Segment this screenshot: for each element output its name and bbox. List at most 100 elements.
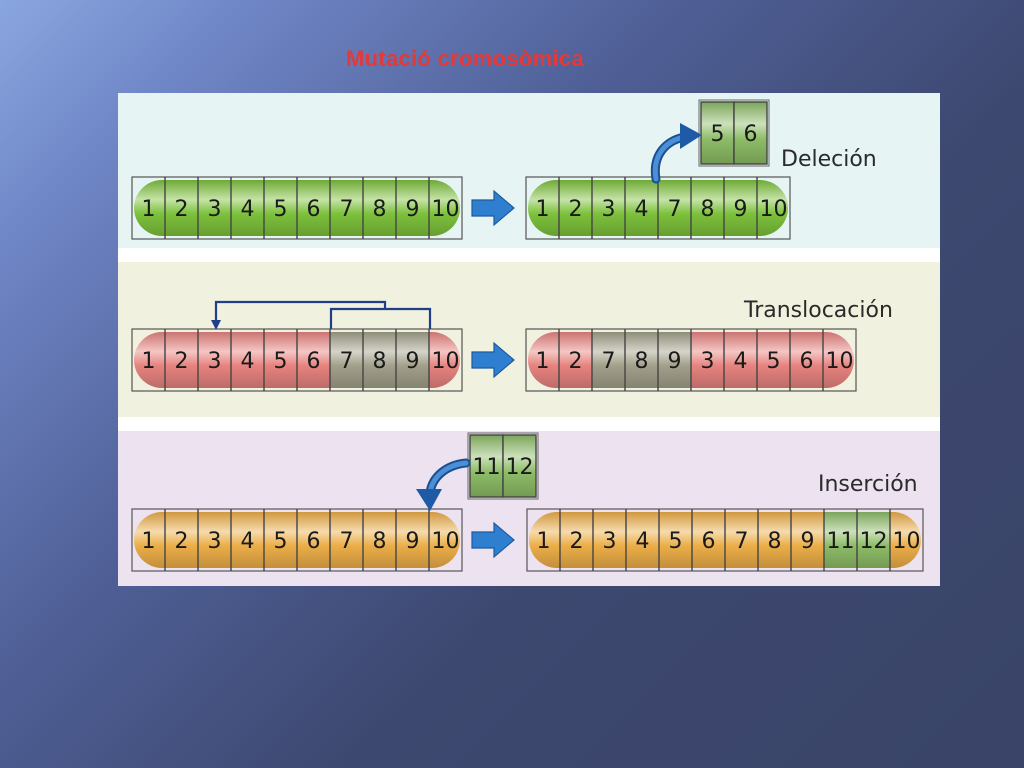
translocation-after-chromosome-segment-2 [559,332,592,388]
insertion-after-chromosome-segment-label: 5 [669,529,683,554]
insertion-inserted-block-segment-label: 12 [506,455,534,480]
deletion-after-chromosome-segment-7 [724,180,757,236]
insertion-before-chromosome-segment-label: 2 [175,529,189,554]
deletion-after-chromosome-segment-label: 4 [635,197,649,222]
deletion-after-chromosome-segment-label: 8 [701,197,715,222]
translocation-bracket-arrowhead [211,320,221,330]
deletion-after-chromosome-segment-label: 9 [734,197,748,222]
deletion-before-chromosome-segment-label: 4 [241,197,255,222]
insertion-after-chromosome-segment-8 [758,512,791,568]
translocation-after-chromosome-segment-label: 3 [701,349,715,374]
insertion-after-chromosome-segment-label: 8 [768,529,782,554]
insertion-label: Inserción [818,472,918,497]
insertion-after-chromosome-segment-label: 7 [735,529,749,554]
insertion-after-chromosome-segment-label: 6 [702,529,716,554]
insertion-after-chromosome-segment-label: 3 [603,529,617,554]
translocation-before-chromosome-segment-label: 6 [307,349,321,374]
translocation-after-chromosome-segment-7 [724,332,757,388]
insertion-before-chromosome-segment-label: 6 [307,529,321,554]
translocation-after-chromosome-segment-label: 9 [668,349,682,374]
translocation-label: Translocación [743,298,893,323]
insertion-after-chromosome-segment-label: 9 [801,529,815,554]
deletion-before-chromosome-body [134,180,460,236]
insertion-curve-arrow-icon [416,458,471,511]
insertion-before-chromosome-segment-8 [363,512,396,568]
deletion-after-chromosome-segment-6 [691,180,724,236]
deletion-after-chromosome-segment-3 [592,180,625,236]
translocation-before-chromosome-segment-label: 3 [208,349,222,374]
deletion-before-chromosome-segment-5 [264,180,297,236]
insertion-after-chromosome-segment-label: 10 [893,529,921,554]
translocation-before-chromosome-segment-5 [264,332,297,388]
deletion-label: Deleción [781,147,877,172]
deletion-after-chromosome-segment-label: 1 [536,197,550,222]
translocation-before-chromosome-segment-label: 8 [373,349,387,374]
deletion-after-chromosome-segment-4 [625,180,658,236]
insertion-before-chromosome-segment-2 [165,512,198,568]
insertion-after-chromosome-segment-11 [857,512,890,568]
translocation-before-chromosome-segment-label: 10 [432,349,460,374]
translocation-before-chromosome-segment-6 [297,332,330,388]
translocation-after-chromosome-segment-6 [691,332,724,388]
translocation-before-chromosome-segment-9 [396,332,429,388]
deletion-after-chromosome-segment-label: 3 [602,197,616,222]
translocation-after-chromosome-segment-9 [790,332,823,388]
translocation-after-chromosome-segment-label: 8 [635,349,649,374]
deletion-before-chromosome-segment-4 [231,180,264,236]
deletion-before-chromosome-segment-9 [396,180,429,236]
translocation-bracket-top [329,307,432,329]
translocation-before-chromosome-segment-label: 7 [340,349,354,374]
translocation-after-chromosome-segment-label: 2 [569,349,583,374]
insertion-after-chromosome-segment-label: 11 [827,529,855,554]
deletion-before-chromosome-segment-label: 1 [142,197,156,222]
translocation-after-chromosome-segment-label: 4 [734,349,748,374]
insertion-before-chromosome-segment-label: 7 [340,529,354,554]
insertion-after-chromosome-segment-2 [560,512,593,568]
translocation-after-chromosome-body [528,332,854,388]
insertion-after-chromosome-segment-5 [659,512,692,568]
insertion-after-chromosome-segment-10 [824,512,857,568]
deletion-before-chromosome-segment-6 [297,180,330,236]
insertion-before-chromosome-segment-4 [231,512,264,568]
insertion-before-chromosome-segment-label: 4 [241,529,255,554]
insertion-before-chromosome-segment-label: 9 [406,529,420,554]
translocation-after-chromosome-segment-label: 10 [826,349,854,374]
translocation-before-chromosome-segment-3 [198,332,231,388]
insertion-inserted-block-segment [502,434,537,498]
slide-title: Mutació cromosòmica [346,46,584,71]
deletion-removed-block-segment-label: 6 [744,122,758,147]
translocation-before-chromosome-segment-label: 5 [274,349,288,374]
insertion-inserted-block-segment [469,434,504,498]
translocation-before-chromosome-segment-4 [231,332,264,388]
insertion-after-chromosome-segment-6 [692,512,725,568]
translocation-after-chromosome-segment-label: 5 [767,349,781,374]
deletion-curve-arrow-icon [650,123,702,184]
insertion-before-chromosome-segment-label: 5 [274,529,288,554]
translocation-before-chromosome-segment-label: 9 [406,349,420,374]
deletion-before-chromosome-segment-label: 3 [208,197,222,222]
insertion-before-chromosome-segment-7 [330,512,363,568]
insertion-before-chromosome-segment-label: 8 [373,529,387,554]
translocation-before-chromosome-body [134,332,460,388]
translocation-after-chromosome-segment-label: 6 [800,349,814,374]
insertion-before-chromosome-segment-label: 10 [432,529,460,554]
insertion-after-chromosome-segment-4 [626,512,659,568]
insertion-after-chromosome-segment-7 [725,512,758,568]
deletion-after-chromosome-segment-label: 10 [760,197,788,222]
deletion-before-chromosome-segment-7 [330,180,363,236]
insertion-curve-arrow-icon-head [416,489,442,511]
insertion-before-chromosome-segment-6 [297,512,330,568]
